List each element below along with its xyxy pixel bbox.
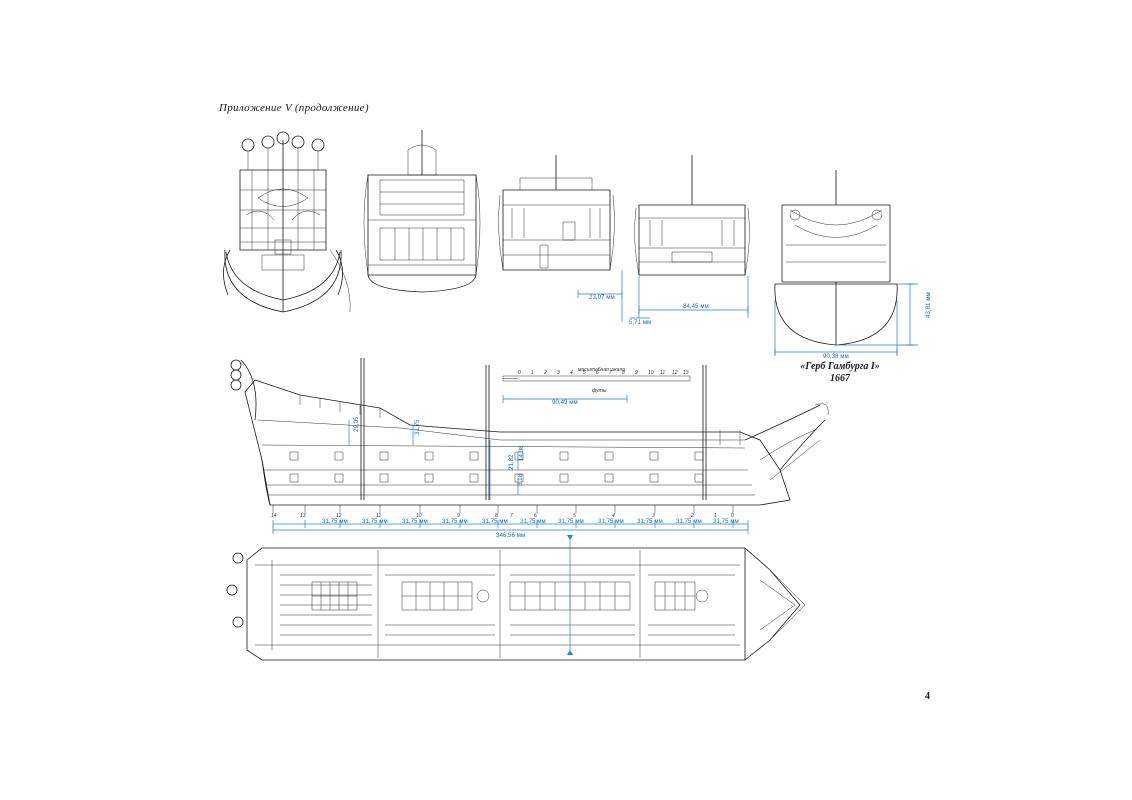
svg-text:14: 14	[271, 513, 277, 519]
ship-year: 1667	[830, 373, 850, 384]
svg-text:2: 2	[690, 513, 694, 519]
svg-text:1: 1	[531, 370, 534, 376]
svg-text:31,75 мм: 31,75 мм	[676, 518, 702, 525]
dim-90-49	[502, 395, 628, 403]
svg-text:31,75 мм: 31,75 мм	[598, 518, 624, 525]
ship-title: «Герб Гамбурга I»	[800, 361, 880, 372]
svg-text:31,75 мм: 31,75 мм	[402, 518, 428, 525]
frame-numbers: 14 13 12 11 10 9 8 7 6 5 4 3 2 1 0	[271, 513, 734, 519]
dim-label-90-49: 90,49 мм	[552, 399, 578, 406]
section-view-2	[363, 130, 481, 293]
side-profile-view	[230, 358, 829, 513]
svg-text:13: 13	[683, 370, 689, 376]
svg-text:7: 7	[609, 370, 612, 376]
dim-84-45	[630, 276, 749, 319]
section-view-4	[634, 155, 750, 276]
scale-bar	[502, 375, 691, 382]
svg-text:9: 9	[457, 513, 460, 519]
hull-section-view	[774, 170, 898, 346]
svg-text:3: 3	[652, 513, 655, 519]
dim-label-90-38: 90,38 мм	[823, 353, 849, 360]
svg-text:31,75 мм: 31,75 мм	[520, 518, 546, 525]
svg-text:8: 8	[495, 513, 498, 519]
svg-text:14,08: 14,08	[518, 445, 525, 461]
svg-text:13: 13	[300, 513, 306, 519]
svg-text:31,75 мм: 31,75 мм	[322, 518, 348, 525]
dim-label-total: 346,56 мм	[496, 532, 525, 539]
svg-text:31,75 мм: 31,75 мм	[713, 518, 739, 525]
svg-text:0: 0	[518, 370, 521, 376]
svg-text:11: 11	[660, 370, 665, 376]
svg-text:5: 5	[583, 370, 586, 376]
dim-label-23-07: 23,07 мм	[589, 294, 615, 301]
svg-text:9: 9	[635, 370, 638, 376]
svg-text:2: 2	[543, 370, 547, 376]
svg-text:29,05: 29,05	[353, 416, 360, 432]
svg-text:31,75 мм: 31,75 мм	[362, 518, 388, 525]
svg-text:1: 1	[714, 513, 717, 519]
dim-23-07	[577, 270, 623, 322]
svg-text:4: 4	[612, 513, 615, 519]
section-view-3	[498, 155, 615, 271]
svg-text:31,75 мм: 31,75 мм	[482, 518, 508, 525]
svg-text:31,75 мм: 31,75 мм	[442, 518, 468, 525]
frame-spacing-dims	[272, 520, 749, 534]
ship-title-block: «Герб Гамбурга I» 1667	[790, 361, 890, 385]
deck-plan-view	[226, 535, 806, 661]
svg-text:12: 12	[336, 513, 342, 519]
svg-text:31,75 мм: 31,75 мм	[637, 518, 663, 525]
page-number: 4	[925, 691, 930, 702]
svg-text:5: 5	[573, 513, 576, 519]
svg-text:3: 3	[557, 370, 560, 376]
svg-text:6: 6	[534, 513, 537, 519]
svg-text:6: 6	[596, 370, 599, 376]
dim-43-81	[836, 283, 918, 346]
appendix-header: Приложение V (продолжение)	[219, 102, 369, 114]
svg-text:10: 10	[648, 370, 654, 376]
svg-text:0: 0	[731, 513, 734, 519]
dim-label-43-81: 43,81 мм	[925, 292, 932, 318]
svg-text:3,18: 3,18	[517, 473, 524, 486]
svg-text:31,75: 31,75	[414, 419, 421, 435]
svg-text:11: 11	[376, 513, 381, 519]
profile-vertical-dims	[348, 420, 519, 500]
vertical-dim-labels: 29,05 31,75 21,82 14,08 3,18	[353, 416, 525, 486]
svg-text:12: 12	[672, 370, 678, 376]
stern-view	[223, 131, 351, 313]
scale-unit: футы	[592, 388, 607, 394]
svg-text:7: 7	[510, 513, 513, 519]
dim-90-38	[774, 300, 898, 356]
scale-label: масштабная шкала	[578, 367, 625, 373]
dim-label-84-45: 84,45 мм	[683, 303, 709, 310]
dim-label-5-71: 5,71 мм	[629, 319, 651, 326]
svg-text:8: 8	[622, 370, 625, 376]
svg-text:31,75 мм: 31,75 мм	[558, 518, 584, 525]
scale-ticks: 0 1 2 3 4 5 6 7 8 9 10 11 12 13	[518, 370, 689, 376]
svg-text:21,82: 21,82	[508, 454, 515, 470]
spacing-labels: 31,75 мм 31,75 мм 31,75 мм 31,75 мм 31,7…	[322, 518, 739, 525]
svg-text:4: 4	[570, 370, 573, 376]
svg-text:10: 10	[416, 513, 422, 519]
